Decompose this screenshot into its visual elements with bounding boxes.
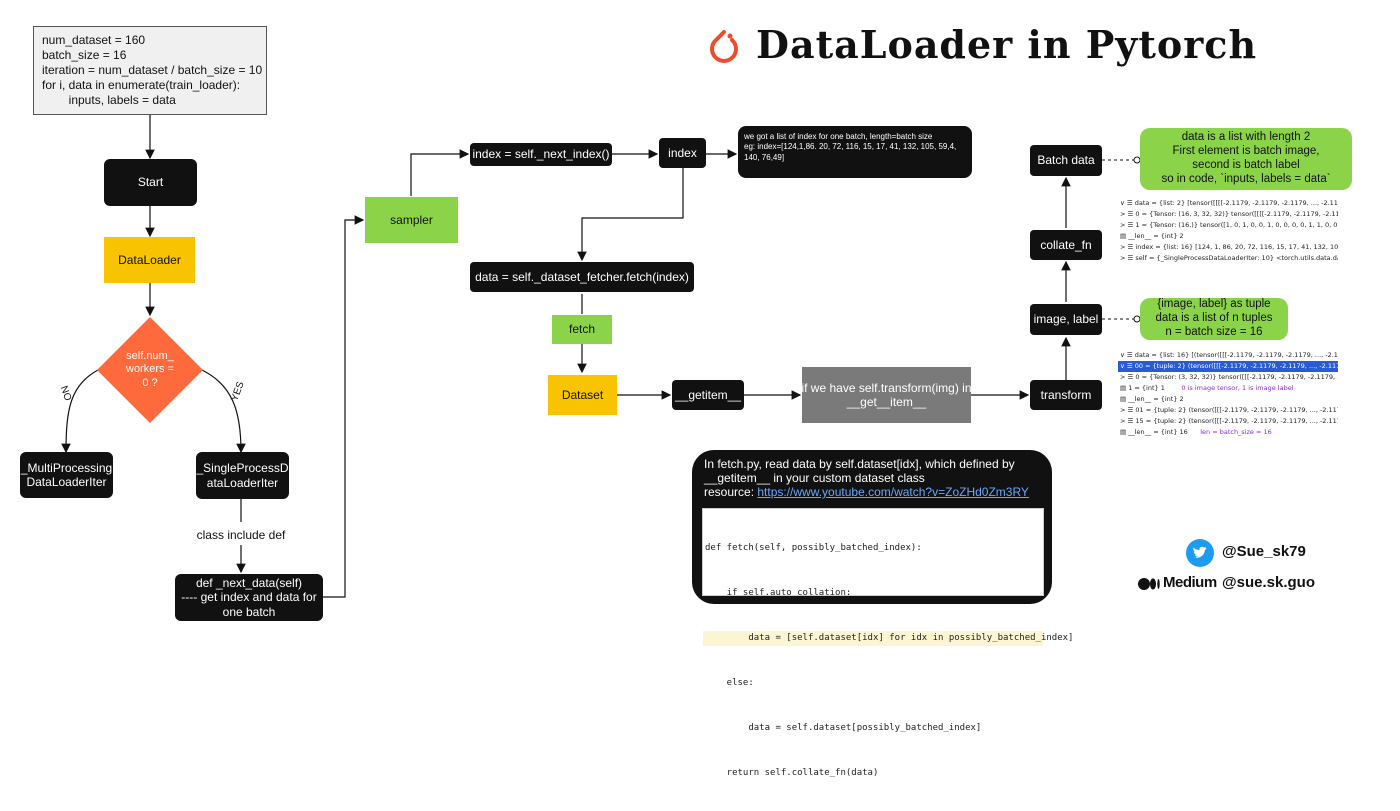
debug-row[interactable]: > ☰ self = {_SingleProcessDataLoaderIter… <box>1120 254 1338 262</box>
code-line-highlighted: data = [self.dataset[idx] for idx in pos… <box>703 631 1073 646</box>
debug-row[interactable]: > ☰ 01 = {tuple: 2} (tensor([[[-2.1179, … <box>1120 406 1338 414</box>
multiprocessing-node: _MultiProcessing DataLoaderIter <box>20 452 113 498</box>
pytorch-logo-icon <box>702 24 746 68</box>
debugger-variables-top: ∨ ☰ data = {list: 2} [tensor([[[[-2.1179… <box>1118 198 1338 266</box>
tuple-note: {image, label} as tuple data is a list o… <box>1140 298 1288 340</box>
fetch-node: fetch <box>552 315 612 344</box>
code-line: else: <box>705 678 754 688</box>
code-line: def fetch(self, possibly_batched_index): <box>705 543 922 553</box>
sampler-node: sampler <box>365 197 458 243</box>
next-data-node: def _next_data(self) ---- get index and … <box>175 574 323 621</box>
dataloader-node: DataLoader <box>104 237 195 283</box>
debug-row[interactable]: ▤ __len__ = {int} 16 len = batch_size = … <box>1118 427 1338 436</box>
debug-annotation: 0 is image tensor, 1 is image label <box>1181 384 1294 392</box>
debug-row[interactable]: ∨ ☰ data = {list: 16} [(tensor([[[-2.117… <box>1120 351 1338 359</box>
class-include-label: class include def <box>186 525 296 545</box>
dataset-node: Dataset <box>548 375 617 415</box>
edge-sampler-to-nextindex <box>410 149 470 196</box>
fetch-call-node: data = self._dataset_fetcher.fetch(index… <box>470 262 694 292</box>
debugger-variables-bottom: ∨ ☰ data = {list: 16} [(tensor([[[-2.117… <box>1118 350 1338 436</box>
medium-handle[interactable]: @sue.sk.guo <box>1222 574 1315 591</box>
singleprocess-node: _SingleProcessD ataLoaderIter <box>196 452 289 499</box>
code-line: num_dataset = 160 <box>42 33 146 47</box>
debug-row[interactable]: > ☰ 15 = {tuple: 2} (tensor([[[-2.1179, … <box>1120 417 1338 425</box>
debug-row[interactable]: ∨ ☰ data = {list: 2} [tensor([[[[-2.1179… <box>1120 199 1338 207</box>
collate-fn-node: collate_fn <box>1030 230 1102 260</box>
resource-line: resource: https://www.youtube.com/watch?… <box>704 485 1044 499</box>
batch-data-node: Batch data <box>1030 145 1102 176</box>
resource-label: resource: <box>704 485 758 499</box>
debug-row[interactable]: > ☰ 0 = {Tensor: (3, 32, 32)} tensor([[[… <box>1120 373 1338 381</box>
batch-data-note: data is a list with length 2 First eleme… <box>1140 128 1352 190</box>
debug-row-text: ▤ __len__ = {int} 16 <box>1120 428 1188 436</box>
debug-annotation: len = batch_size = 16 <box>1200 428 1272 436</box>
edge-decision-no <box>61 369 99 454</box>
code-line: inputs, labels = data <box>42 93 176 107</box>
code-line: data = self.dataset[possibly_batched_ind… <box>705 723 982 733</box>
code-line: iteration = num_dataset / batch_size = 1… <box>42 63 263 77</box>
fetch-text-line: __getitem__ in your custom dataset class <box>704 471 925 485</box>
start-node: Start <box>104 159 197 206</box>
page-title: DataLoader in Pytorch <box>756 22 1258 67</box>
getitem-node: __getitem__ <box>672 380 744 410</box>
edge-decision-yes <box>201 369 246 454</box>
transform-note-node: if we have self.transform(img) in __get_… <box>801 367 972 423</box>
debug-row-text: ▤ 1 = {int} 1 <box>1120 384 1165 392</box>
image-label-node: image, label <box>1030 304 1102 335</box>
code-line: batch_size = 16 <box>42 48 127 62</box>
decision-diamond <box>97 317 203 423</box>
debug-row[interactable]: ▤ __len__ = {int} 2 <box>1120 232 1184 240</box>
transform-node: transform <box>1030 380 1102 410</box>
edge-index-to-fetchcall <box>577 168 684 262</box>
debug-row[interactable]: ▤ 1 = {int} 1 0 is image tensor, 1 is im… <box>1118 383 1338 394</box>
decision-label: self.num_ workers = 0 ? <box>126 350 174 389</box>
fetch-explanation-text: In fetch.py, read data by self.dataset[i… <box>704 457 1044 499</box>
next-index-node: index = self._next_index() <box>470 143 612 166</box>
fetch-explanation-panel: In fetch.py, read data by self.dataset[i… <box>692 450 1073 778</box>
debug-row-selected[interactable]: ∨ ☰ 00 = {tuple: 2} (tensor([[[-2.1179, … <box>1118 361 1338 372</box>
debug-row[interactable]: > ☰ index = {list: 16} [124, 1, 86, 20, … <box>1120 243 1338 251</box>
twitter-handle[interactable]: @Sue_sk79 <box>1222 543 1306 560</box>
resource-link[interactable]: https://www.youtube.com/watch?v=ZoZHd0Zm… <box>757 485 1029 499</box>
medium-logo-icon <box>1138 577 1160 590</box>
code-line: if self.auto_collation: <box>705 588 852 598</box>
debug-row[interactable]: > ☰ 1 = {Tensor: (16,)} tensor([1, 0, 1,… <box>1120 221 1338 229</box>
debug-row[interactable]: > ☰ 0 = {Tensor: (16, 3, 32, 32)} tensor… <box>1120 210 1338 218</box>
fetch-text-line: In fetch.py, read data by self.dataset[i… <box>704 457 1015 471</box>
index-node: index <box>659 138 706 168</box>
medium-brand: Medium <box>1163 574 1217 591</box>
twitter-icon[interactable] <box>1186 539 1214 567</box>
edge-nextdata-to-sampler <box>323 215 365 598</box>
code-line: return self.collate_fn(data) <box>705 768 879 778</box>
fetch-code-panel: def fetch(self, possibly_batched_index):… <box>702 508 1073 778</box>
code-line: for i, data in enumerate(train_loader): <box>42 78 241 92</box>
debug-row[interactable]: ▤ __len__ = {int} 2 <box>1120 395 1184 403</box>
index-note: we got a list of index for one batch, le… <box>738 126 972 178</box>
